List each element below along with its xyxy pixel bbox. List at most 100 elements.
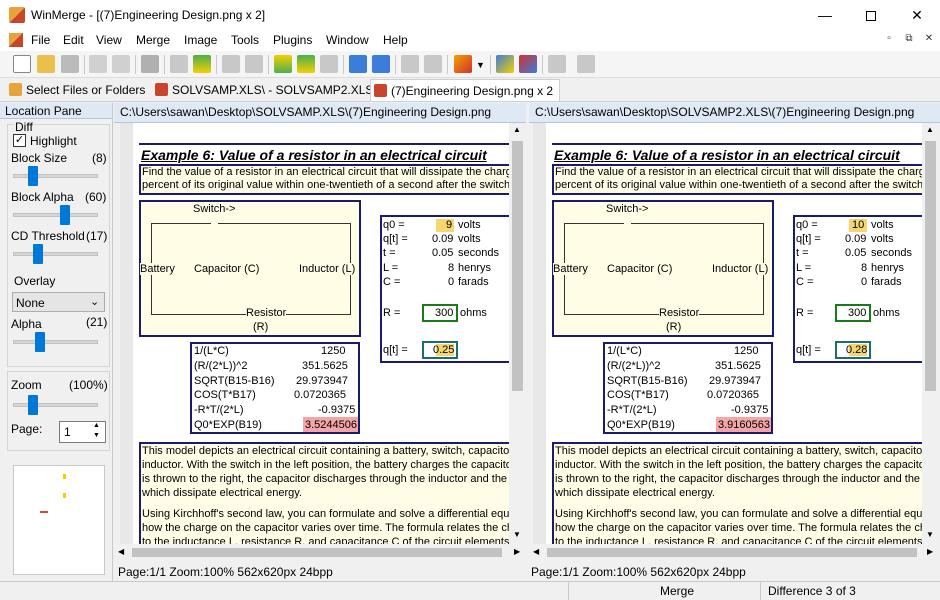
scroll-down-icon[interactable]: ▼ bbox=[926, 530, 934, 539]
preview-diff-marker bbox=[63, 474, 66, 479]
merge-status: Merge bbox=[660, 584, 695, 598]
left-image: Example 6: Value of a resistor in an ele… bbox=[133, 123, 509, 544]
prev-diff-icon[interactable] bbox=[193, 55, 211, 73]
spin-down-icon[interactable]: ▼ bbox=[93, 432, 100, 439]
next-diff-icon[interactable] bbox=[170, 55, 188, 73]
right-image-pane[interactable]: Example 6: Value of a resistor in an ele… bbox=[533, 123, 922, 544]
copy-right-advance-icon[interactable] bbox=[401, 55, 419, 73]
left-vertical-scrollbar[interactable]: ▲ ▼ bbox=[509, 123, 526, 544]
zoom-slider[interactable] bbox=[28, 395, 38, 415]
maximize-button[interactable] bbox=[848, 0, 894, 31]
refresh-icon[interactable] bbox=[577, 55, 595, 73]
new-icon[interactable] bbox=[13, 55, 31, 73]
preview-diff-marker bbox=[63, 493, 66, 498]
cd-threshold-value: (17) bbox=[86, 229, 108, 243]
menu-tools[interactable]: Tools bbox=[231, 33, 260, 47]
battery-label: Battery bbox=[553, 263, 588, 275]
scroll-down-icon[interactable]: ▼ bbox=[513, 530, 521, 539]
r-value: 300 bbox=[848, 307, 867, 319]
save-icon[interactable] bbox=[61, 55, 79, 73]
tab-label: Select Files or Folders bbox=[26, 83, 146, 97]
left-image-pane[interactable]: Example 6: Value of a resistor in an ele… bbox=[120, 123, 509, 544]
highlight-checkbox[interactable]: ✓ bbox=[13, 134, 26, 147]
tab-solvsamp-xls[interactable]: SOLVSAMP.XLS\ - SOLVSAMP2.XLS\ bbox=[152, 79, 377, 101]
alpha-slider[interactable] bbox=[35, 332, 45, 352]
chevron-down-icon: ⌄ bbox=[90, 296, 100, 308]
first-diff-icon[interactable] bbox=[222, 55, 240, 73]
current-diff-icon[interactable] bbox=[274, 55, 292, 73]
location-preview[interactable] bbox=[13, 465, 105, 575]
scroll-up-icon[interactable]: ▲ bbox=[513, 125, 521, 134]
menu-file[interactable]: File bbox=[31, 33, 51, 47]
page-label: Page: bbox=[11, 422, 43, 436]
menu-help[interactable]: Help bbox=[383, 33, 408, 47]
separator bbox=[447, 55, 448, 74]
winmerge-logo-icon bbox=[9, 7, 25, 23]
compare-icon[interactable] bbox=[496, 55, 514, 73]
scroll-thumb[interactable] bbox=[547, 548, 917, 557]
scroll-up-icon[interactable]: ▲ bbox=[926, 125, 934, 134]
block-size-slider[interactable] bbox=[28, 166, 38, 186]
separator bbox=[268, 55, 269, 74]
right-horizontal-scrollbar[interactable]: ◀ ▶ bbox=[529, 544, 940, 561]
menu-edit[interactable]: Edit bbox=[63, 33, 84, 47]
scroll-thumb[interactable] bbox=[925, 141, 936, 391]
left-horizontal-scrollbar[interactable]: ◀ ▶ bbox=[114, 544, 526, 561]
redo-icon[interactable] bbox=[112, 55, 130, 73]
menu-image[interactable]: Image bbox=[184, 33, 218, 47]
overlay-selected-value: None bbox=[16, 296, 45, 310]
doc-intro-2: percent of its original value within one… bbox=[142, 179, 509, 191]
scroll-left-icon[interactable]: ◀ bbox=[533, 547, 540, 556]
minimize-button[interactable]: — bbox=[818, 7, 832, 23]
preview-diff-marker bbox=[40, 511, 48, 513]
right-vertical-scrollbar[interactable]: ▲ ▼ bbox=[922, 123, 939, 544]
copy-left-icon[interactable] bbox=[372, 55, 390, 73]
next-conflict-icon[interactable] bbox=[297, 55, 315, 73]
resistor-label: Resistor bbox=[659, 307, 700, 319]
options-icon[interactable] bbox=[141, 55, 159, 73]
resistor-label: Resistor bbox=[246, 307, 287, 319]
toolbar: ▼ bbox=[0, 51, 940, 78]
diff-group-label: Diff bbox=[14, 120, 34, 134]
separator bbox=[343, 55, 344, 74]
scroll-right-icon[interactable]: ▶ bbox=[927, 547, 934, 556]
menu-merge[interactable]: Merge bbox=[136, 33, 171, 47]
inductor-label: Inductor (L) bbox=[712, 263, 769, 275]
overlay-select[interactable]: None ⌄ bbox=[12, 292, 105, 312]
scroll-thumb[interactable] bbox=[132, 548, 502, 557]
cd-threshold-slider[interactable] bbox=[33, 244, 43, 264]
undo-icon[interactable] bbox=[89, 55, 107, 73]
copy-left-advance-icon[interactable] bbox=[424, 55, 442, 73]
switch-label: Switch-> bbox=[606, 203, 649, 215]
prev-conflict-icon[interactable] bbox=[320, 55, 338, 73]
swap-panes-icon[interactable] bbox=[548, 55, 566, 73]
scroll-right-icon[interactable]: ▶ bbox=[514, 547, 521, 556]
scroll-thumb[interactable] bbox=[512, 141, 523, 391]
block-alpha-slider[interactable] bbox=[60, 205, 70, 225]
page-input[interactable]: 1 bbox=[64, 425, 71, 439]
compare-selection-icon[interactable] bbox=[519, 55, 537, 73]
menu-plugins[interactable]: Plugins bbox=[273, 33, 313, 47]
q0-value: 9 bbox=[446, 219, 453, 231]
doc-intro-2: percent of its original value within one… bbox=[555, 179, 922, 191]
scroll-left-icon[interactable]: ◀ bbox=[118, 547, 125, 556]
last-diff-icon[interactable] bbox=[245, 55, 263, 73]
dropdown-arrow-icon[interactable]: ▼ bbox=[476, 60, 485, 70]
page-spinner[interactable]: 1 ▲ ▼ bbox=[59, 421, 106, 443]
tab-select-files[interactable]: Select Files or Folders bbox=[6, 79, 156, 101]
edit-icon[interactable] bbox=[454, 55, 472, 73]
mdi-minimize-icon[interactable]: ▫ bbox=[887, 33, 891, 44]
close-button[interactable]: ✕ bbox=[911, 7, 923, 23]
mdi-close-icon[interactable]: ✕ bbox=[924, 33, 934, 44]
app-menu-icon[interactable] bbox=[9, 33, 23, 47]
copy-right-icon[interactable] bbox=[349, 55, 367, 73]
spin-up-icon[interactable]: ▲ bbox=[93, 422, 100, 429]
folder-icon bbox=[9, 83, 22, 96]
menu-window[interactable]: Window bbox=[326, 33, 369, 47]
open-icon[interactable] bbox=[37, 55, 55, 73]
tab-engineering-design[interactable]: (7)Engineering Design.png x 2 bbox=[370, 79, 560, 101]
mdi-restore-icon[interactable]: ⧉ bbox=[905, 33, 913, 44]
battery-label: Battery bbox=[140, 263, 175, 275]
menu-view[interactable]: View bbox=[96, 33, 122, 47]
qt-value: 0.25 bbox=[433, 344, 455, 356]
